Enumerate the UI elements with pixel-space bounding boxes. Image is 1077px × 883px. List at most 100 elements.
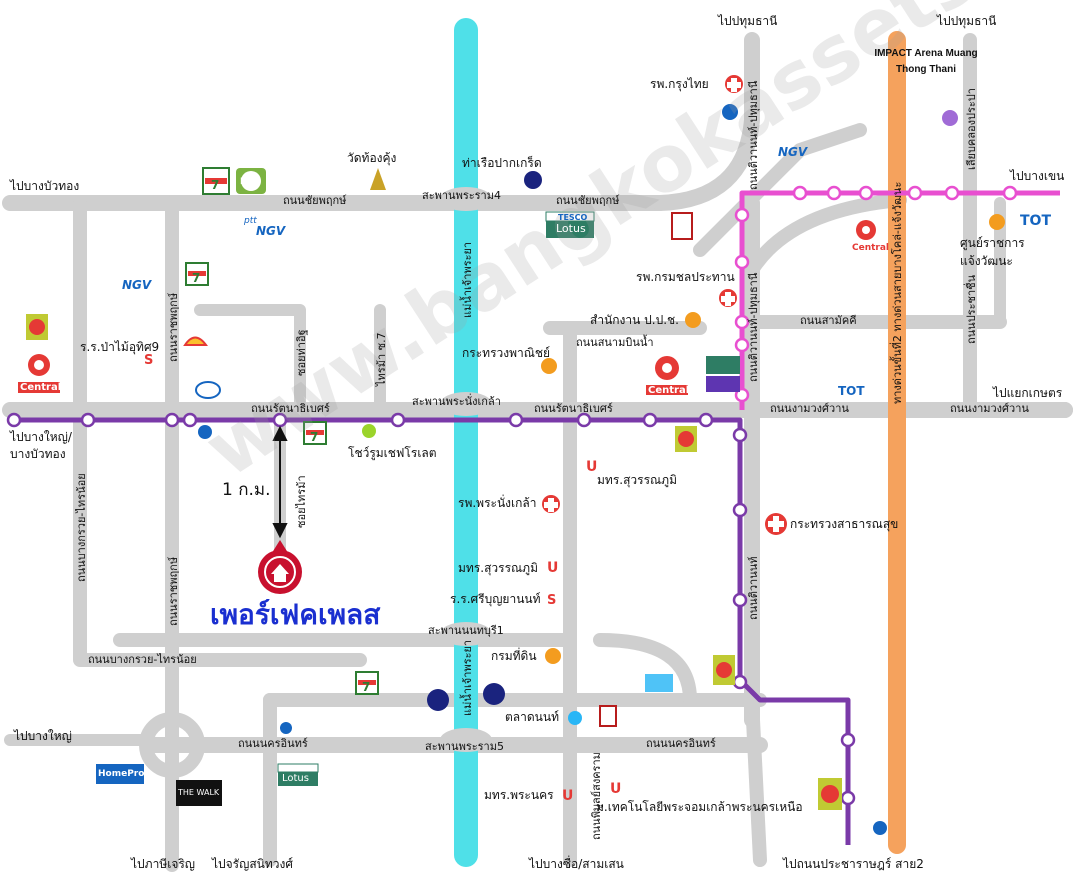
homepro-label: HomePro	[98, 769, 145, 779]
label-school-pamai: ร.ร.ป่าไม้อุทิศ9	[80, 340, 160, 354]
bridge-rama5	[440, 728, 492, 752]
bangkruai-vertical-road	[73, 196, 367, 667]
temple-icon	[370, 168, 386, 190]
label-chevrolet: โชว์รูมเชฟโรเลต	[348, 446, 437, 460]
esso-icon	[195, 381, 221, 399]
central-logo-left	[18, 350, 60, 394]
soi-thaiyai	[194, 304, 306, 416]
svg-text:U: U	[610, 781, 621, 797]
svg-text:U: U	[586, 459, 597, 475]
hospital-moph-icon	[765, 513, 787, 535]
road-label-sanambinnam: ถนนสนามบินน้ำ	[576, 336, 654, 349]
distance-label: 1 ก.ม.	[222, 480, 271, 500]
svg-text:7: 7	[310, 430, 318, 444]
label-onep-office: สำนักงาน ป.ป.ช.	[590, 313, 679, 327]
road-label-rattanathibet-right: ถนนรัตนาธิเบศร์	[534, 402, 613, 415]
svg-text:7: 7	[362, 680, 370, 694]
road-label-phibun: ถนนพิบูลย์สงคราม	[590, 752, 603, 840]
svg-text:U: U	[547, 560, 558, 576]
bridge-label-nonthaburi1: สะพานนนทบุรี1	[428, 624, 504, 637]
ptt-label: ptt	[244, 216, 257, 226]
road-label-ratchaphruek-lower: ถนนราชพฤกษ์	[167, 556, 180, 626]
orange-poi-icons	[541, 214, 1005, 664]
road-label-ratchaphruek-upper: ถนนราชพฤกษ์	[167, 292, 180, 362]
hospital-chonprathan-icon	[719, 289, 737, 307]
river-label-upper: แม่น้ำเจ้าพระยา	[461, 241, 474, 318]
hospital-icons	[542, 75, 787, 535]
hospital-krungthai-icon	[725, 75, 743, 93]
tesco-label: TESCO	[558, 213, 588, 222]
svg-text:7: 7	[211, 178, 219, 192]
lpg-label: LPG	[240, 177, 260, 187]
dest-yaekkaset: ไปแยกเกษตร	[993, 386, 1063, 400]
bridge-label-rama5: สะพานพระราม5	[425, 740, 504, 753]
road-label-bangkruai-v: ถนนบางกรวย-ไทรน้อย	[75, 473, 88, 582]
dest-prachacheun: ไปถนนประชาราษฎร์ สาย2	[783, 857, 924, 871]
label-moph: กระทรวงสาธารณสุข	[790, 517, 899, 531]
svg-text:S: S	[547, 593, 556, 608]
road-label-nakhonin-right: ถนนนครอินทร์	[646, 737, 716, 750]
label-impact-line1: IMPACT Arena Muang	[874, 48, 978, 59]
right-curve-down	[745, 693, 767, 867]
roundabout	[139, 712, 205, 778]
building-icon	[671, 212, 693, 240]
road-label-soi-sainoi: ซอยไทรม้า	[295, 475, 308, 528]
school-icons: SS	[144, 353, 556, 608]
road-label-ngamwongwan-1: ถนนงามวงศ์วาน	[770, 402, 849, 415]
seven-eleven-icons: 7 7 7 7	[185, 167, 379, 695]
diag-road-upper	[693, 123, 867, 257]
purple-line-stations	[6, 412, 856, 806]
lotus-label: Lotus	[556, 222, 586, 235]
central-label-left: Central	[20, 382, 62, 393]
ngv-label-3: NGV	[778, 145, 808, 159]
label-talad-non: ตลาดนนท์	[505, 710, 559, 724]
svg-text:U: U	[562, 788, 573, 804]
property-marker-icon	[258, 540, 302, 594]
bank-icon	[645, 674, 673, 692]
label-land-dept: กรมที่ดิน	[491, 649, 537, 663]
shell-icon	[183, 336, 208, 346]
homepro-logo	[96, 764, 144, 784]
distance-arrow	[272, 425, 288, 539]
purple-line	[12, 417, 851, 845]
ngv-label-2: NGV	[122, 278, 152, 292]
label-impact-arena: IMPACT Arena Muang Thong Thani	[866, 46, 986, 78]
road-label-ngamwongwan-2: ถนนงามวงศ์วาน	[950, 402, 1029, 415]
thewalk-logo	[176, 780, 222, 806]
bridge-phranangklao	[440, 392, 492, 416]
university-icons: U U U U	[547, 459, 621, 804]
road-label-bangkruai-sainoi: ถนนบางกรวย-ไทรน้อย	[88, 653, 197, 666]
label-moc: กระทรวงพาณิชย์	[462, 346, 551, 360]
road-label-chaiyaphruek-right: ถนนชัยพฤกษ์	[556, 194, 620, 207]
talad-non-poi-icon	[568, 711, 582, 725]
dest-pathum-2: ไปปทุมธานี	[937, 14, 997, 28]
road-label-tiwanon: ถนนติวานนท์	[747, 556, 760, 621]
bigc-logos	[26, 314, 842, 810]
road-label-soi-thaiyai: ซอยท่าอิฐ	[295, 329, 308, 376]
svg-text:7: 7	[192, 271, 200, 285]
road-label-nakhonin-left: ถนนนครอินทร์	[238, 737, 308, 750]
dest-bangbuathong: ไปบางบัวทอง	[10, 179, 80, 193]
ptt-icons	[198, 104, 887, 835]
property-name: เพอร์เฟคเพลส	[210, 598, 381, 631]
lotus-label-lower: Lotus	[282, 773, 309, 784]
hospital-phranangklao-icon	[542, 495, 560, 513]
lpg-icon	[236, 168, 266, 194]
tot-label-2: TOT	[838, 384, 865, 398]
road-label-laeng-khlong: เลียบคลองประปา	[965, 88, 978, 170]
pier-icons	[427, 171, 542, 711]
dest-pathum-1: ไปปทุมธานี	[718, 14, 778, 28]
bridge-label-rama4: สะพานพระราม4	[422, 189, 501, 202]
label-univ-phranakhon: มทร.พระนคร	[484, 788, 554, 802]
label-govt-center-2: แจ้งวัฒนะ	[960, 254, 1013, 268]
road-label-chaiyaphruek-left: ถนนชัยพฤกษ์	[283, 194, 347, 207]
road-label-expressway: ทางด่วนขั้นที่2 ทางด่วนสายบางโคล่-แจ้งวั…	[891, 181, 904, 404]
label-krungthai-hospital: รพ.กรุงไทย	[650, 77, 709, 91]
curved-road-right	[745, 193, 907, 277]
label-univ-suwannaphum-2: มทร.สุวรรณภูมิ	[458, 561, 538, 575]
dest-charan: ไปจรัญสนิทวงศ์	[212, 857, 294, 871]
thewalk-label: THE WALK	[178, 788, 220, 797]
label-wat-thongkung: วัดท้องคุ้ง	[347, 151, 397, 165]
esplanade-icon	[706, 376, 740, 392]
